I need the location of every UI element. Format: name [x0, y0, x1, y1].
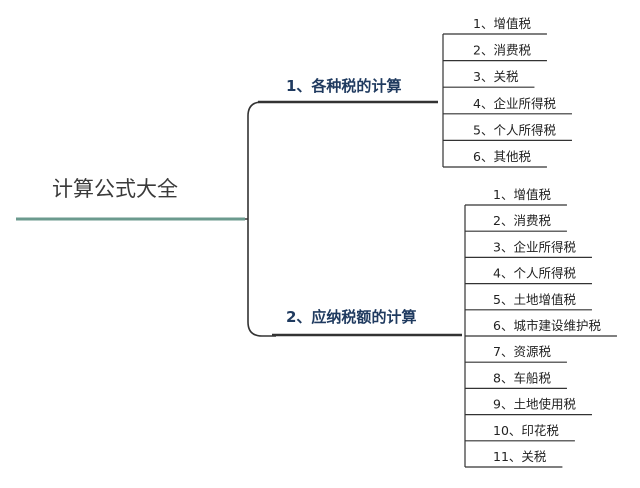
leaf-label[interactable]: 4、个人所得税 [493, 266, 576, 281]
branch-label: 2、应纳税额的计算 [286, 308, 416, 326]
root-branch-connector [245, 101, 276, 337]
leaf-label[interactable]: 11、关税 [493, 449, 547, 464]
leaf-label[interactable]: 1、增值税 [473, 16, 531, 31]
leaf-label[interactable]: 5、个人所得税 [473, 122, 556, 137]
branch-leaves: 1、增值税 2、消费税 3、企业所得税 4、个人所得税 5、土地增值税 6、城市建设维护税… [465, 187, 617, 468]
leaf-label[interactable]: 8、车船税 [493, 370, 551, 385]
leaf-label[interactable]: 7、资源税 [493, 344, 551, 359]
leaf-label[interactable]: 6、其他税 [473, 149, 531, 164]
leaf-label[interactable]: 10、印花税 [493, 423, 559, 438]
leaf-label[interactable]: 4、企业所得税 [473, 96, 556, 111]
leaf-label[interactable]: 2、消费税 [493, 213, 551, 228]
branch-label: 1、各种税的计算 [286, 77, 401, 95]
leaf-label[interactable]: 1、增值税 [493, 187, 551, 202]
root-label: 计算公式大全 [52, 177, 178, 201]
branch-node[interactable]: 2、应纳税额的计算 1、增值税 2、消费税 3、企业所得税 4、个人所得税 5、土地增值… [272, 187, 617, 468]
branch-leaves: 1、增值税 2、消费税 3、关税 4、企业所得税 5、个人所得税 6、其他税 [443, 16, 572, 168]
branch-node[interactable]: 1、各种税的计算 1、增值税 2、消费税 3、关税 4、企业所得税 5、个人所得税 6、其… [258, 16, 572, 168]
leaf-label[interactable]: 9、土地使用税 [493, 397, 576, 412]
leaf-label[interactable]: 3、关税 [473, 69, 519, 84]
leaf-label[interactable]: 3、企业所得税 [493, 239, 576, 254]
root-node[interactable]: 计算公式大全 [16, 177, 245, 221]
leaf-label[interactable]: 5、土地增值税 [493, 292, 576, 307]
leaf-label[interactable]: 2、消费税 [473, 43, 531, 58]
leaf-label[interactable]: 6、城市建设维护税 [493, 318, 601, 333]
